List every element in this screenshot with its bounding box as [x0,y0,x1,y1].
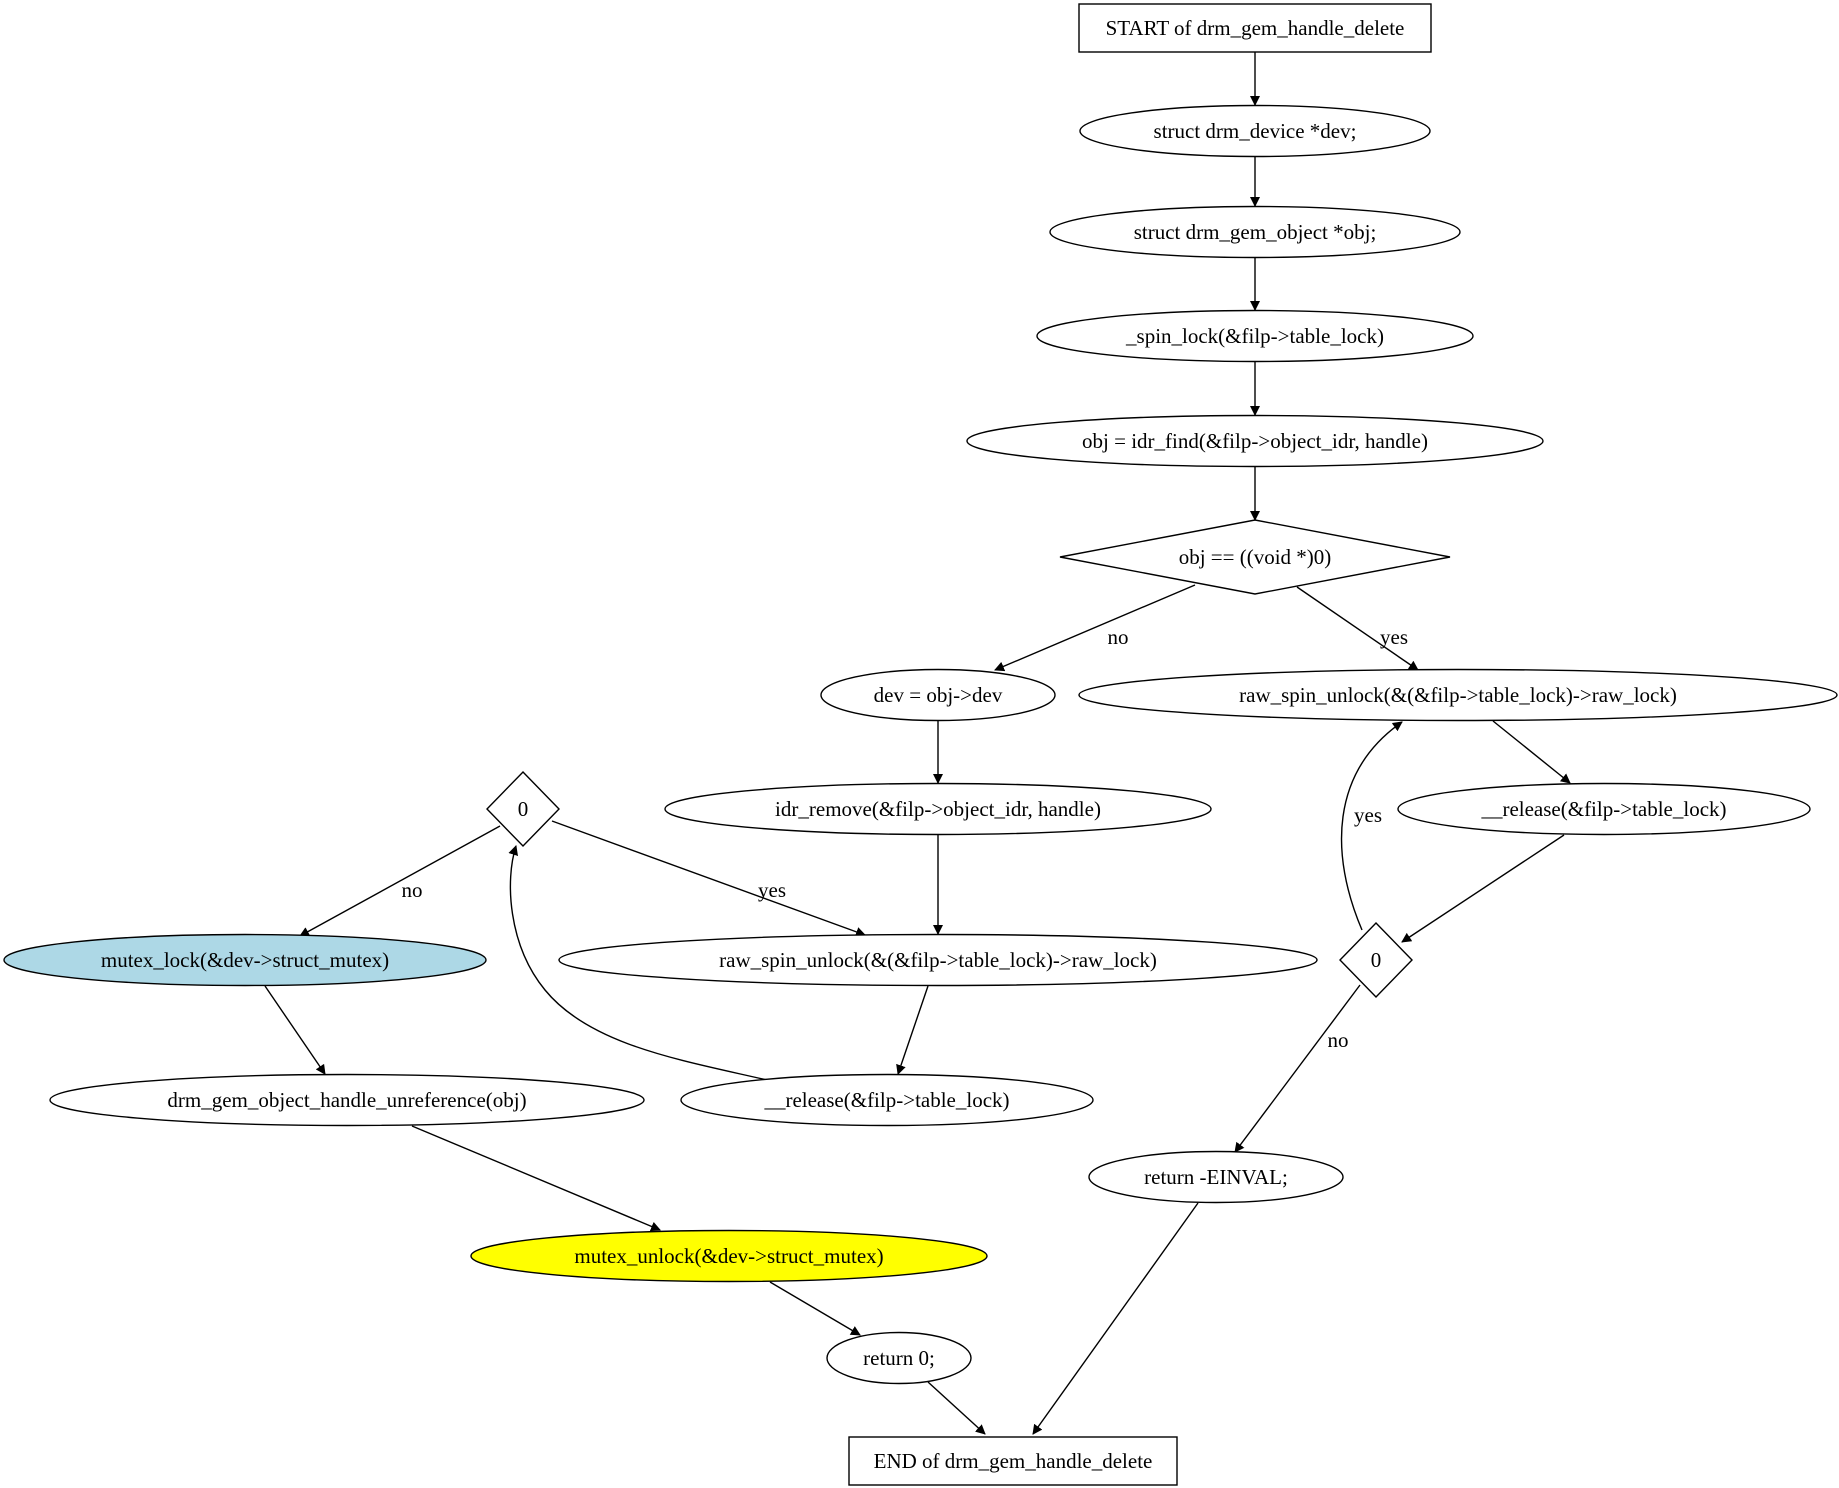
edge-unreference-to-mutex-unlock [411,1125,661,1232]
edge-ret-zero-to-end [927,1381,986,1435]
node-label: struct drm_gem_object *obj; [1134,220,1377,244]
node-diamond [1339,921,1413,999]
node-ellipse [470,1229,988,1283]
node-cond-left: 0 [486,770,560,848]
node-decl-obj: struct drm_gem_object *obj; [1049,205,1461,259]
node-ellipse [1088,1150,1344,1204]
edge-label-no: no [402,878,423,902]
node-diamond [1059,519,1451,595]
node-spin-lock: _spin_lock(&filp->table_lock) [1036,309,1474,363]
edge-label-yes: yes [758,878,786,902]
node-unreference: drm_gem_object_handle_unreference(obj) [49,1073,645,1127]
node-ellipse [820,668,1056,722]
node-label: START of drm_gem_handle_delete [1106,16,1405,40]
node-label: obj = idr_find(&filp->object_idr, handle… [1082,429,1428,453]
node-decl-dev: struct drm_device *dev; [1079,104,1431,158]
node-ellipse [680,1073,1094,1127]
node-unlock-err: raw_spin_unlock(&(&filp->table_lock)->ra… [1078,668,1838,722]
node-label: __release(&filp->table_lock) [1480,797,1726,821]
edge-mutex-unlock-to-ret-zero [769,1281,861,1336]
node-label: mutex_lock(&dev->struct_mutex) [101,948,389,972]
node-diamond [486,770,560,848]
node-ellipse [558,933,1318,987]
node-label: obj == ((void *)0) [1179,545,1332,569]
node-box [848,1436,1178,1486]
edge-cond-left-to-unlock-ok [551,820,866,937]
node-unlock-ok: raw_spin_unlock(&(&filp->table_lock)->ra… [558,933,1318,987]
edge-label-yes: yes [1354,803,1382,827]
node-label: idr_remove(&filp->object_idr, handle) [775,797,1101,821]
node-ret-zero: return 0; [826,1331,972,1385]
node-ellipse [49,1073,645,1127]
edge-cond-left-to-mutex-lock [299,825,501,937]
edge-cond-null-to-unlock-err [1296,586,1419,671]
edge-label-yes: yes [1380,625,1408,649]
node-release-ok: __release(&filp->table_lock) [680,1073,1094,1127]
node-label: return 0; [863,1346,935,1370]
edge-unlock-err-to-release-err [1492,720,1571,784]
node-ellipse [3,933,487,987]
node-cond-null: obj == ((void *)0) [1059,519,1451,595]
edge-cond-null-to-dev-assign [994,584,1196,672]
node-label: dev = obj->dev [874,683,1003,707]
node-label: drm_gem_object_handle_unreference(obj) [167,1088,526,1112]
edges-layer: no yes yes no no yes [264,52,1571,1435]
node-ellipse [826,1331,972,1385]
node-label: return -EINVAL; [1144,1165,1288,1189]
edge-release-ok-to-cond-left [508,845,768,1081]
node-ellipse [1036,309,1474,363]
node-label: 0 [1371,948,1382,972]
node-dev-assign: dev = obj->dev [820,668,1056,722]
node-ret-einval: return -EINVAL; [1088,1150,1344,1204]
node-release-err: __release(&filp->table_lock) [1397,782,1811,836]
node-ellipse [1079,104,1431,158]
node-label: END of drm_gem_handle_delete [874,1449,1153,1473]
edge-label-no: no [1328,1028,1349,1052]
edge-cond-right-to-ret-einval [1234,984,1361,1153]
node-label: __release(&filp->table_lock) [763,1088,1009,1112]
node-label: struct drm_device *dev; [1154,119,1357,143]
edge-ret-einval-to-end [1032,1202,1199,1435]
edge-cond-right-to-unlock-err [1340,721,1403,931]
node-cond-right: 0 [1339,921,1413,999]
node-idr-find: obj = idr_find(&filp->object_idr, handle… [966,414,1544,468]
node-label: 0 [518,797,529,821]
node-ellipse [966,414,1544,468]
node-end: END of drm_gem_handle_delete [848,1436,1178,1486]
node-start: START of drm_gem_handle_delete [1078,3,1432,53]
node-box [1078,3,1432,53]
edge-label-no: no [1108,625,1129,649]
node-label: _spin_lock(&filp->table_lock) [1125,324,1384,348]
edge-release-err-to-cond-right [1401,834,1565,943]
node-label: mutex_unlock(&dev->struct_mutex) [574,1244,883,1268]
node-label: raw_spin_unlock(&(&filp->table_lock)->ra… [1239,683,1677,707]
node-mutex-lock: mutex_lock(&dev->struct_mutex) [3,933,487,987]
edge-unlock-ok-to-release-ok [896,985,929,1075]
node-ellipse [1049,205,1461,259]
node-mutex-unlock: mutex_unlock(&dev->struct_mutex) [470,1229,988,1283]
edge-mutex-lock-to-unreference [264,985,326,1075]
node-ellipse [1397,782,1811,836]
node-ellipse [1078,668,1838,722]
node-label: raw_spin_unlock(&(&filp->table_lock)->ra… [719,948,1157,972]
node-idr-remove: idr_remove(&filp->object_idr, handle) [664,782,1212,836]
node-ellipse [664,782,1212,836]
